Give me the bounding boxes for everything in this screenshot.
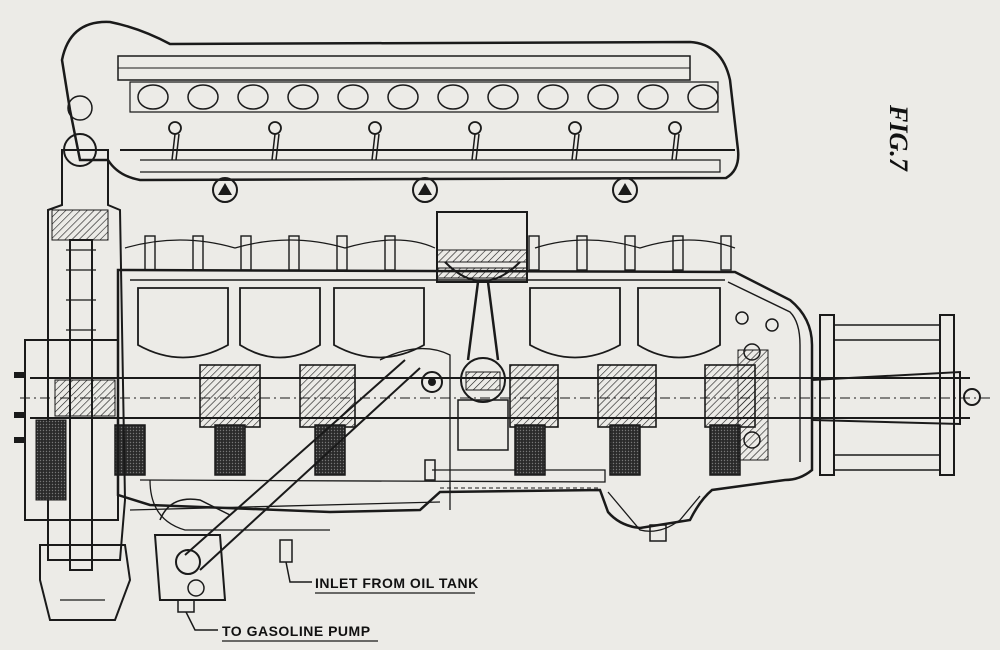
- spark-plug-bosses: [212, 177, 638, 203]
- port-ellipse: [437, 84, 469, 110]
- stud: [672, 235, 684, 271]
- callout-gasoline-pump: TO GASOLINE PUMP: [222, 623, 371, 639]
- stud: [336, 235, 348, 271]
- rocker-pivot: [268, 121, 282, 135]
- stud: [528, 235, 540, 271]
- stud: [240, 235, 252, 271]
- web-section: [597, 364, 657, 428]
- rocker-arm: [571, 133, 580, 161]
- port-ellipse: [687, 84, 719, 110]
- plug-marker: [218, 183, 232, 195]
- pump-assembly: [153, 498, 231, 613]
- bay-outline: [637, 287, 721, 359]
- port-ellipse: [187, 84, 219, 110]
- bearing-cap: [609, 424, 641, 476]
- bay-outline: [239, 287, 321, 359]
- rocker-pivot: [668, 121, 682, 135]
- oil-lines: [129, 347, 701, 571]
- head-ports: [137, 84, 719, 110]
- cam-housing: [60, 20, 740, 203]
- port-ellipse: [237, 84, 269, 110]
- bolt-head: [14, 437, 26, 443]
- port-ellipse: [487, 84, 519, 110]
- bay-outline: [529, 287, 621, 359]
- plug-marker: [618, 183, 632, 195]
- plug-boss: [612, 177, 638, 203]
- bearing-cap: [114, 424, 146, 476]
- bearing-cap: [214, 424, 246, 476]
- stud: [384, 235, 396, 271]
- stud: [720, 235, 732, 271]
- port-ellipse: [537, 84, 569, 110]
- bearing-cap: [709, 424, 741, 476]
- port-ellipse: [587, 84, 619, 110]
- stud: [288, 235, 300, 271]
- rocker-arm: [371, 133, 380, 161]
- web-section: [199, 364, 261, 428]
- rocker-arm: [671, 133, 680, 161]
- stud: [576, 235, 588, 271]
- valve-rockers: [168, 121, 682, 161]
- bolt-head: [14, 412, 26, 418]
- bearing-cap: [514, 424, 546, 476]
- rocker-pivot: [168, 121, 182, 135]
- figure-number: FIG.7: [884, 104, 913, 172]
- plug-marker: [418, 183, 432, 195]
- plug-boss: [212, 177, 238, 203]
- port-ellipse: [287, 84, 319, 110]
- main-bearings: [114, 424, 741, 476]
- callout-leaders: [185, 561, 312, 631]
- rocker-pivot: [368, 121, 382, 135]
- rocker-arm: [271, 133, 280, 161]
- stud: [144, 235, 156, 271]
- port-ellipse: [137, 84, 169, 110]
- port-ellipse: [637, 84, 669, 110]
- web-section: [509, 364, 559, 428]
- front-cover-bolts: [14, 372, 26, 443]
- rocker-arm: [471, 133, 480, 161]
- propeller-hub: [737, 314, 981, 476]
- bolt-head: [14, 372, 26, 378]
- plug-boss: [412, 177, 438, 203]
- port-ellipse: [387, 84, 419, 110]
- cylinder-jackets: [124, 235, 736, 271]
- bay-outline: [137, 287, 229, 359]
- bay-outline: [333, 287, 425, 359]
- port-ellipse: [337, 84, 369, 110]
- rocker-pivot: [468, 121, 482, 135]
- rocker-arm: [171, 133, 180, 161]
- stud: [624, 235, 636, 271]
- callout-oil-inlet: INLET FROM OIL TANK: [315, 575, 479, 591]
- center-piston: [436, 211, 528, 451]
- rocker-pivot: [568, 121, 582, 135]
- crank-bays: [137, 287, 721, 359]
- web-section: [299, 364, 356, 428]
- front-gear-train: [14, 95, 132, 621]
